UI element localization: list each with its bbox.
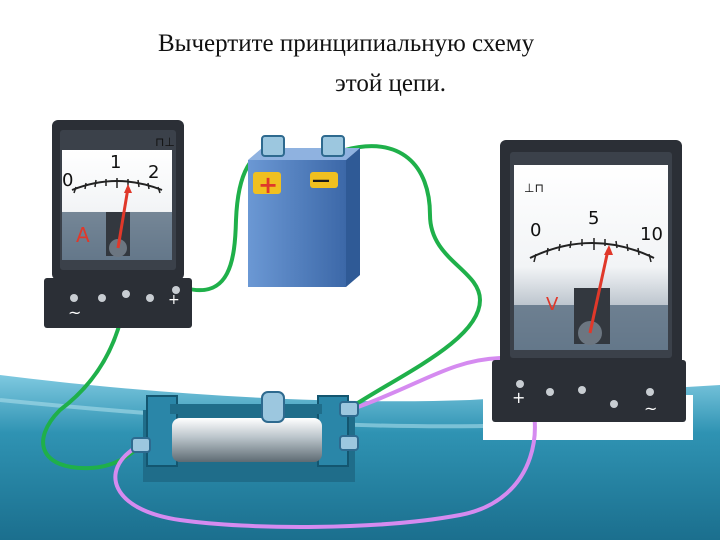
rheostat-terminal-bottom-right[interactable]	[339, 435, 359, 451]
voltmeter-terminal-1[interactable]	[546, 388, 554, 396]
ammeter-plus-terminal-label: +	[168, 292, 180, 308]
ammeter-terminal-plus[interactable]	[172, 286, 180, 294]
battery: + —	[248, 135, 360, 287]
voltmeter-terminal-plus[interactable]	[516, 380, 524, 388]
voltmeter-symbol: V	[546, 294, 559, 315]
ammeter-terminal-3[interactable]	[146, 294, 154, 302]
voltmeter-scale-10: 10	[640, 224, 663, 245]
ammeter-terminal-minus[interactable]	[70, 294, 78, 302]
battery-terminal-minus[interactable]	[321, 135, 345, 157]
voltmeter-scale-5: 5	[588, 208, 599, 229]
battery-minus-label: —	[312, 170, 330, 191]
voltmeter: 0 5 10 V ⊥⊓ + ~	[492, 140, 686, 422]
ammeter-scale-2: 2	[148, 162, 159, 183]
voltmeter-minus-terminal-label: ~	[644, 399, 657, 418]
battery-plus-label: +	[258, 171, 278, 199]
ammeter-scale-0: 0	[62, 170, 73, 191]
voltmeter-scale-0: 0	[530, 220, 541, 241]
rheostat-terminal-top-right[interactable]	[339, 401, 359, 417]
ammeter-terminal-2[interactable]	[122, 290, 130, 298]
voltmeter-terminal-2[interactable]	[578, 386, 586, 394]
ammeter-symbol: A	[76, 223, 90, 247]
ammeter-needle	[116, 187, 130, 249]
instruction-line-2: этой цепи.	[335, 70, 446, 97]
ammeter-scale-1: 1	[110, 152, 121, 173]
ammeter-terminal-1[interactable]	[98, 294, 106, 302]
rheostat	[131, 391, 359, 482]
rheostat-terminal-left[interactable]	[131, 437, 151, 453]
instruction-line-1: Вычертите принципиальную схему	[158, 30, 535, 57]
voltmeter-needle	[588, 249, 610, 334]
voltmeter-corner-mark: ⊥⊓	[524, 181, 544, 195]
wire-battery-to-rheostat	[343, 144, 483, 410]
voltmeter-plus-terminal-label: +	[512, 388, 525, 407]
wire-ammeter-to-rheostat	[41, 291, 142, 471]
voltmeter-terminal-minus[interactable]	[646, 388, 654, 396]
voltmeter-terminal-3[interactable]	[610, 400, 618, 408]
rheostat-slider[interactable]	[261, 391, 285, 423]
ammeter: 0 1 2 A ⊓⊥ ~ +	[44, 120, 192, 328]
ammeter-minus-terminal-label: ~	[68, 303, 81, 322]
battery-terminal-plus[interactable]	[261, 135, 285, 157]
ammeter-corner-mark: ⊓⊥	[155, 135, 175, 149]
wire-voltmeter-minus	[113, 385, 537, 529]
